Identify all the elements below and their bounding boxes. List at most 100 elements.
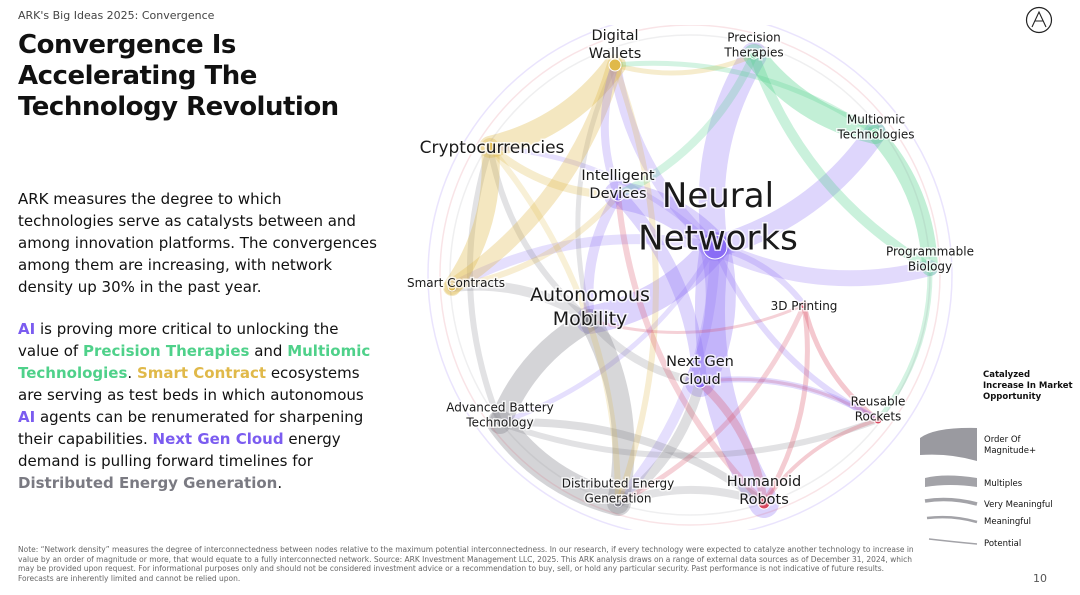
edge-neural-smart xyxy=(447,234,720,292)
edge-humanoid-intel xyxy=(615,192,767,506)
edge-crypto-energy xyxy=(487,144,622,506)
ark-logo-icon xyxy=(1025,6,1053,34)
edge-humanoid-cloud xyxy=(696,378,768,507)
edge-humanoid-print3d xyxy=(761,302,810,506)
edge-neural-battery xyxy=(497,244,718,426)
legend-item-multiples: Multiples xyxy=(984,479,1023,489)
node-dot-smart xyxy=(447,282,457,292)
body-text-span: Precision Therapies xyxy=(82,342,250,360)
edge-wallets-precision xyxy=(612,52,757,76)
edge-battery-crypto xyxy=(466,144,503,426)
body-text-span: ecosystems are serving as test beds in w… xyxy=(18,364,364,404)
edge-neural-auto xyxy=(576,233,729,334)
legend-wedge-potential xyxy=(928,538,978,545)
edge-neural-humanoid xyxy=(694,232,779,518)
edge-crypto-wallets xyxy=(479,54,626,158)
edge-cloud-rockets xyxy=(697,376,881,423)
edge-crypto-intel xyxy=(486,143,622,199)
edge-auto-smart xyxy=(447,280,595,325)
edge-progbio-rockets xyxy=(875,265,933,423)
body-text-span: AI xyxy=(18,320,36,338)
edge-precision-intel xyxy=(614,51,758,199)
edge-cloud-intel xyxy=(611,188,707,389)
node-dot-auto xyxy=(582,312,598,328)
edge-auto-cloud xyxy=(586,316,704,386)
node-dot-intel xyxy=(611,188,625,202)
edge-neural-rockets xyxy=(712,244,881,423)
edge-auto-crypto xyxy=(487,144,593,323)
legend-wedge-very-meaningful xyxy=(924,497,978,506)
node-dot-energy xyxy=(613,498,623,508)
page-title: Convergence Is Accelerating The Technolo… xyxy=(18,30,339,122)
edge-battery-rockets xyxy=(497,417,881,459)
network-ring-1 xyxy=(439,25,941,526)
node-dot-print3d xyxy=(799,300,809,310)
body-paragraph: AI is proving more critical to unlocking… xyxy=(18,318,380,494)
body-text-span: . xyxy=(277,474,283,492)
body-text-span: Distributed Energy Generation xyxy=(18,474,278,492)
node-label-smart: Smart Contracts xyxy=(407,276,505,290)
edge-multiomic-progbio xyxy=(867,125,938,276)
node-label-crypto: Cryptocurrencies xyxy=(420,138,565,158)
legend-item-potential: Potential xyxy=(984,539,1022,549)
edge-multiomic-wallets xyxy=(612,60,878,136)
edge-energy-humanoid xyxy=(614,485,768,507)
body-text-span: agents can be renumerated for sharpening… xyxy=(18,408,364,448)
edge-print3d-auto xyxy=(588,303,806,334)
edge-neural-precision xyxy=(698,42,767,260)
edge-auto-energy xyxy=(579,309,635,514)
edge-intel-auto xyxy=(583,190,623,325)
edge-rockets-humanoid xyxy=(762,418,880,505)
body-text-span: Next Gen Cloud xyxy=(152,430,284,448)
edge-wallets-smart xyxy=(444,57,623,295)
edge-neural-multiomic xyxy=(704,122,886,258)
edge-precision-progbio xyxy=(749,50,935,273)
node-dot-battery xyxy=(495,418,505,428)
node-dot-progbio xyxy=(925,263,935,273)
node-dot-multiomic xyxy=(870,128,880,138)
legend-wedge-meaningful xyxy=(926,515,978,524)
edge-neural-wallets xyxy=(609,59,721,253)
kicker: ARK's Big Ideas 2025: Convergence xyxy=(18,9,215,22)
edge-energy-cloud xyxy=(613,377,705,508)
edge-neural-energy xyxy=(613,242,720,508)
edge-neural-progbio xyxy=(707,239,938,287)
edge-rockets-print3d xyxy=(801,302,881,423)
node-dot-wallets xyxy=(608,58,622,72)
edge-battery-humanoid xyxy=(496,418,768,507)
node-label-print3d: 3D Printing xyxy=(771,299,838,313)
legend-item-meaningful: Meaningful xyxy=(984,517,1032,527)
edge-rockets-cloud xyxy=(698,377,880,422)
legend-item-very-meaningful: Very Meaningful xyxy=(984,500,1053,510)
edge-wallets-energy xyxy=(612,62,659,506)
edge-smart-intel xyxy=(449,192,621,290)
body-text-span: energy demand is pulling forward timelin… xyxy=(18,430,341,470)
node-dot-rockets xyxy=(873,415,883,425)
edge-crypto-smart xyxy=(443,138,500,296)
legend-title: Catalyzed Increase In Market Opportunity xyxy=(983,370,1073,402)
body-text-span: . xyxy=(127,364,137,382)
node-dot-cloud xyxy=(693,375,707,389)
body-text-span: and xyxy=(249,342,288,360)
body-text-span: Multiomic Technologies xyxy=(18,342,371,382)
node-dot-neural xyxy=(702,234,728,260)
edge-auto-wallets xyxy=(575,62,618,323)
footnote: Note: “Network density” measures the deg… xyxy=(18,545,914,583)
body-text-span: AI xyxy=(18,408,36,426)
node-dot-precision xyxy=(749,50,759,60)
node-dot-crypto xyxy=(484,141,496,153)
edge-intel-wallets xyxy=(600,61,622,199)
